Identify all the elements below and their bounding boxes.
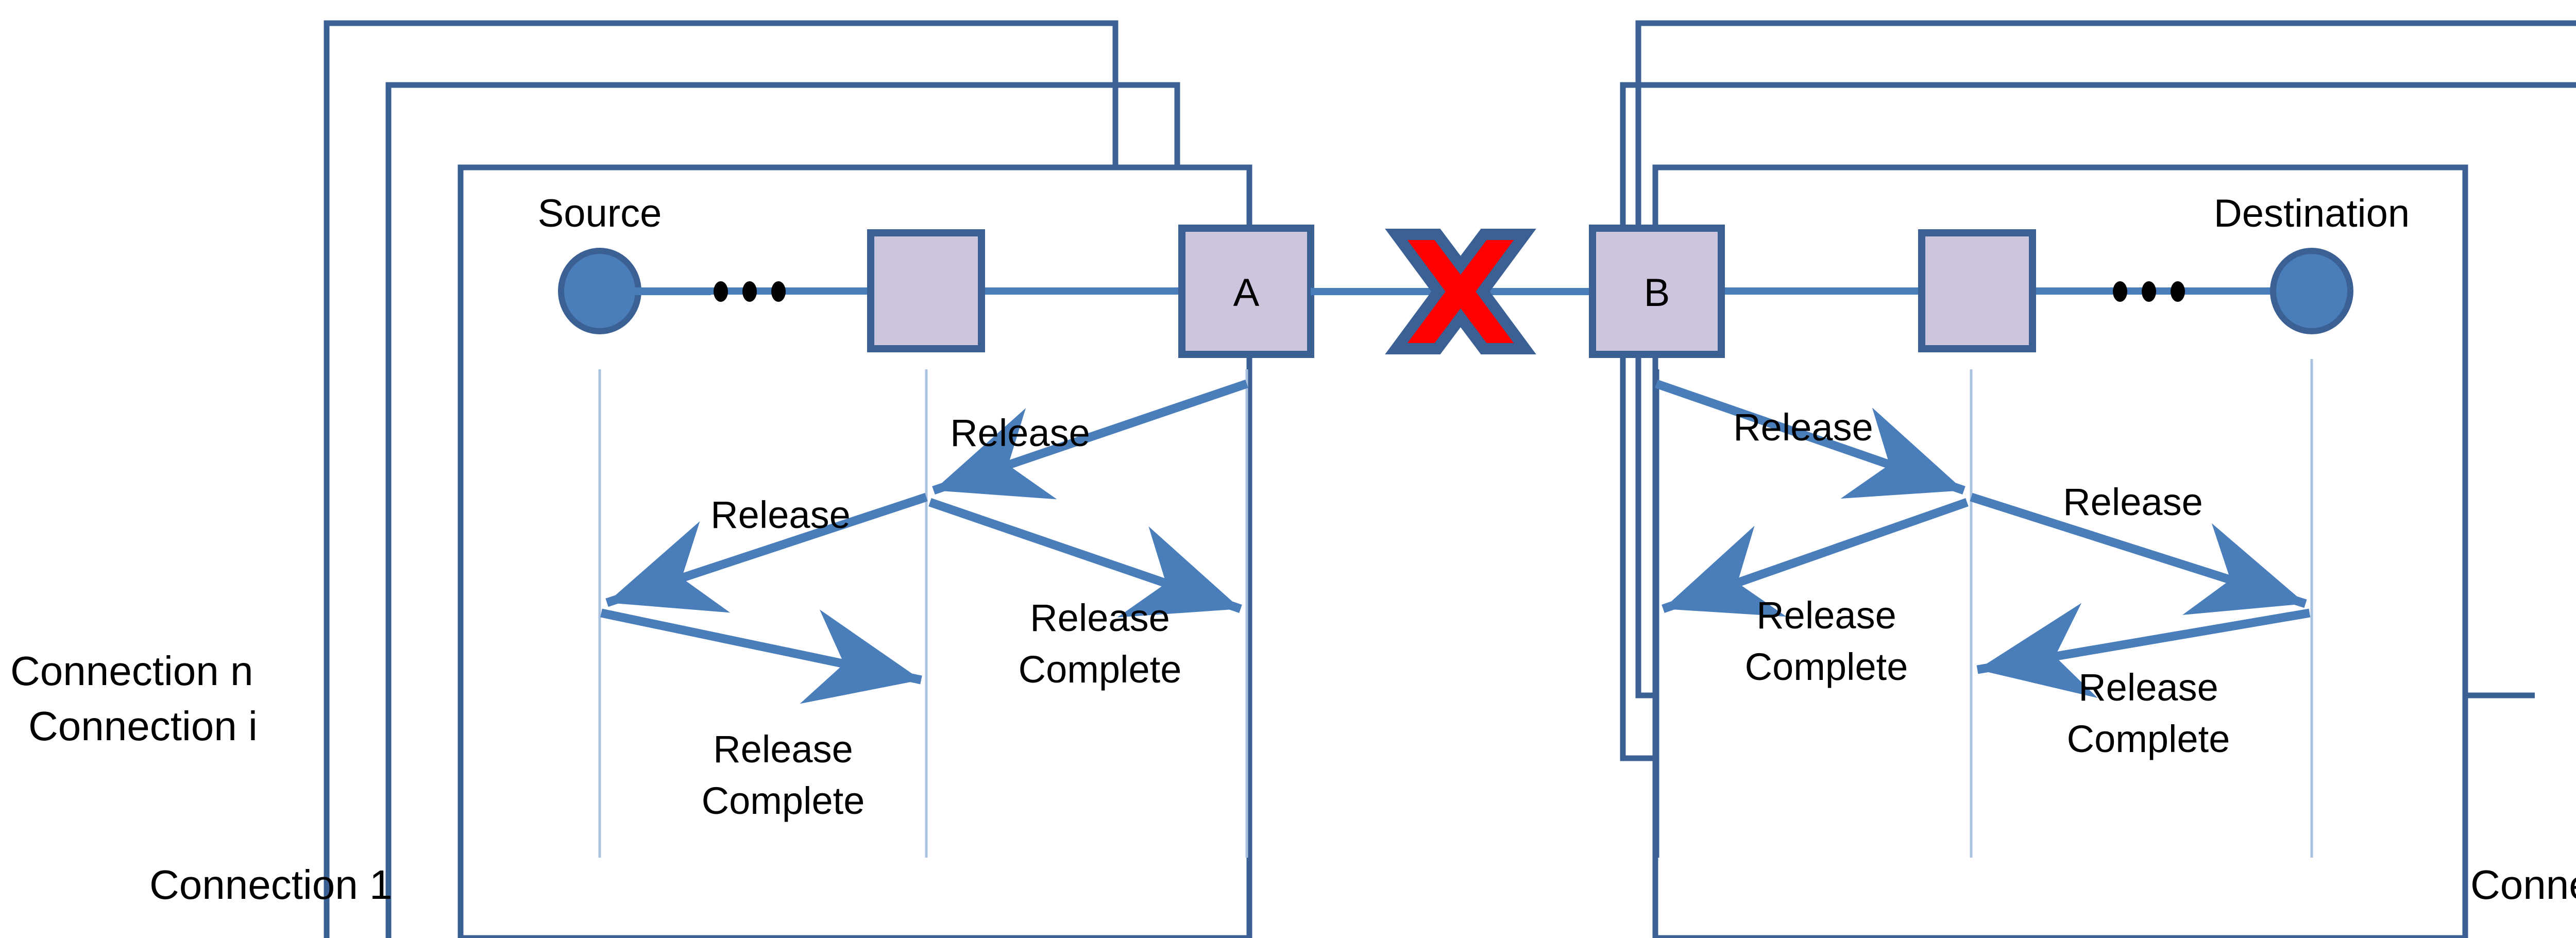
left-ellipsis-icon — [714, 281, 786, 302]
left-frame-1-label: Connection 1 — [149, 862, 392, 908]
left-msg-rc-1-line1: Release — [1030, 596, 1170, 639]
right-msg-rc-1-line2: Complete — [1745, 645, 1908, 688]
router-b-label: B — [1644, 271, 1670, 315]
router-b-box — [1589, 225, 1725, 358]
destination-node[interactable]: Destination — [2214, 192, 2410, 334]
left-frame-n-label: Connection n — [10, 648, 253, 694]
link-failure-x-icon — [1311, 229, 1597, 354]
left-msg-rc-2-line2: Complete — [702, 779, 865, 822]
right-arrow-release-complete-dest-to-mid — [1976, 603, 2311, 698]
right-msg-rc-2-line2: Complete — [2067, 718, 2230, 760]
left-arrow-release-complete-src-to-mid — [600, 608, 922, 704]
left-stub-1 — [634, 287, 711, 295]
router-a-box — [1178, 225, 1314, 358]
router-b-node[interactable]: B — [1589, 225, 1725, 358]
right-frame-connection-1[interactable]: Connection 1 — [1652, 164, 2576, 938]
right-msg-release-1: Release — [1733, 406, 1873, 449]
right-arrow-release-mid-to-dest — [1970, 492, 2307, 615]
left-connection-stack: Connection n Connection i Connection 1 S… — [10, 20, 1314, 938]
right-connection-stack: Connection n Connection i Connection 1 B — [1589, 20, 2576, 938]
left-frame-i-label: Connection i — [28, 703, 258, 749]
left-intermediate-router[interactable] — [867, 229, 985, 352]
left-arrow-release-mid-to-src — [605, 492, 928, 613]
left-arrow-release-complete-mid-to-a — [928, 498, 1242, 618]
router-a-label: A — [1233, 271, 1260, 315]
left-msg-release-2: Release — [710, 493, 851, 536]
router-a-node[interactable]: A — [1178, 225, 1314, 358]
right-frame-1-label: Connection 1 — [2470, 862, 2576, 908]
right-arrow-release-complete-mid-to-b — [1662, 498, 1969, 617]
right-intermediate-router[interactable] — [1918, 229, 2036, 352]
destination-label: Destination — [2214, 192, 2410, 235]
fault-cross-shape — [1385, 229, 1536, 354]
right-ellipsis-icon — [2113, 281, 2185, 302]
source-circle — [558, 248, 641, 334]
left-msg-rc-1-line2: Complete — [1019, 648, 1182, 691]
left-arrow-release-a-to-mid — [932, 379, 1248, 500]
left-msg-rc-2-line1: Release — [713, 728, 853, 771]
destination-circle — [2270, 248, 2353, 334]
right-msg-rc-2-line1: Release — [2078, 666, 2218, 709]
right-msg-release-2: Release — [2063, 481, 2203, 523]
left-msg-release-1: Release — [950, 412, 1090, 454]
right-arrow-release-b-to-mid — [1655, 379, 1965, 499]
source-label: Source — [538, 192, 662, 235]
source-node[interactable]: Source — [538, 192, 662, 334]
right-msg-rc-1-line1: Release — [1756, 594, 1896, 637]
